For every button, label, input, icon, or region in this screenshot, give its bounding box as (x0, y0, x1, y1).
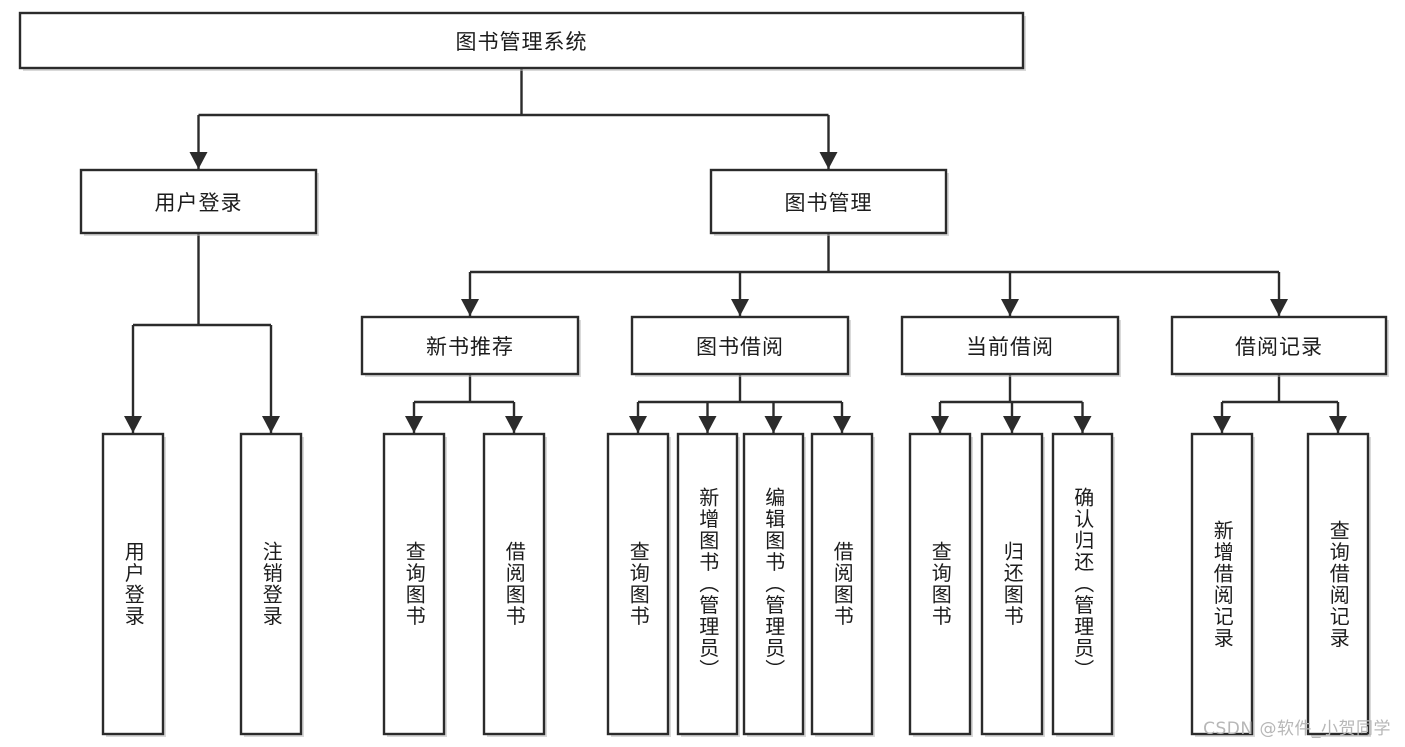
node-box-l4-query-book-bb[interactable] (606, 432, 670, 736)
node-box-l4-query-record[interactable] (1306, 432, 1370, 736)
node-box-l3-current-borrow[interactable] (900, 315, 1120, 376)
arrow-head-icon (1073, 416, 1092, 433)
node-box-l4-query-book-rec[interactable] (382, 432, 446, 736)
node-box-l3-book-borrow[interactable] (630, 315, 850, 376)
arrow-head-icon (505, 416, 523, 433)
arrow-head-icon (405, 416, 423, 433)
node-box-root[interactable] (18, 11, 1025, 70)
node-box-l4-query-book-cb[interactable] (908, 432, 972, 736)
arrow-head-icon (833, 416, 851, 433)
arrow-head-icon (1213, 416, 1231, 433)
node-box-l4-logout[interactable] (239, 432, 303, 736)
watermark: CSDN @软件_小贺同学 (1203, 719, 1391, 739)
arrow-head-icon (1001, 299, 1019, 316)
node-box-layer (18, 11, 1389, 737)
arrow-head-icon (1270, 299, 1288, 316)
arrow-head-icon (461, 299, 479, 316)
arrow-head-icon (629, 416, 647, 433)
arrow-head-icon (262, 416, 280, 433)
connector-layer (124, 68, 1347, 433)
node-box-l2-book-mgmt[interactable] (709, 168, 948, 235)
arrow-head-icon (731, 299, 749, 316)
arrow-head-icon (819, 152, 838, 169)
arrow-head-icon (124, 416, 142, 433)
node-box-l3-borrow-record[interactable] (1170, 315, 1388, 376)
arrow-head-icon (1003, 416, 1021, 433)
node-box-l4-add-book[interactable] (676, 432, 739, 736)
node-box-l4-user-login[interactable] (101, 432, 165, 736)
node-box-l4-return-book[interactable] (980, 432, 1044, 736)
node-box-l4-borrow-book-rec[interactable] (482, 432, 546, 736)
node-box-l4-edit-book[interactable] (742, 432, 805, 736)
node-box-l4-borrow-book-bb[interactable] (810, 432, 874, 736)
arrow-head-icon (189, 152, 208, 169)
arrow-head-icon (698, 416, 717, 433)
arrow-head-icon (931, 416, 949, 433)
node-box-l2-user-login[interactable] (79, 168, 318, 235)
node-box-l3-new-book-rec[interactable] (360, 315, 580, 376)
arrow-head-icon (1329, 416, 1347, 433)
arrow-head-icon (764, 416, 783, 433)
node-box-l4-add-record[interactable] (1190, 432, 1254, 736)
node-box-l4-confirm-return[interactable] (1051, 432, 1114, 736)
